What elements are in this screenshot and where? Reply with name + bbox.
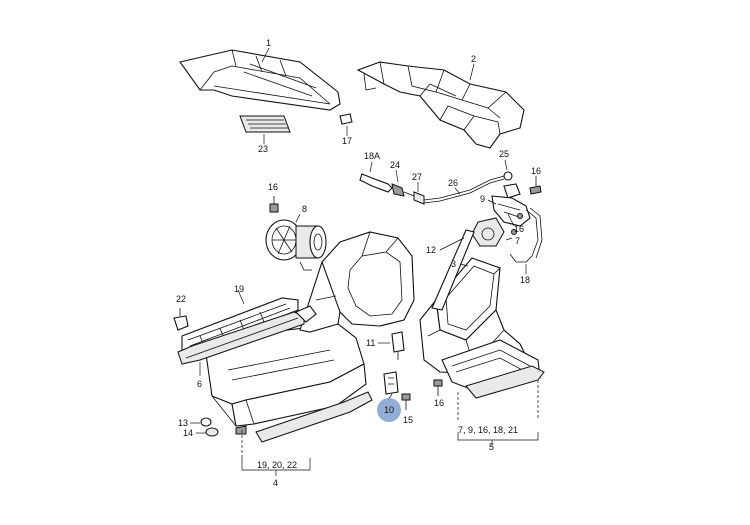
- label-group5: 5: [489, 442, 494, 452]
- part-19-filter-element: [177, 297, 317, 365]
- group-5-bracket: [457, 380, 539, 446]
- label-group4: 4: [273, 478, 278, 488]
- label-13: 13: [178, 418, 188, 428]
- part-16-screw-left: [269, 196, 279, 213]
- part-14-clip: [205, 427, 219, 437]
- part-5-lower-duct: [441, 339, 545, 399]
- label-17: 17: [342, 136, 352, 146]
- label-7: 7: [515, 236, 520, 246]
- label-15: 15: [403, 415, 413, 425]
- part-17-clip: [339, 113, 353, 125]
- label-16-left: 16: [268, 182, 278, 192]
- label-27: 27: [412, 172, 422, 182]
- label-12: 12: [426, 245, 436, 255]
- label-9: 9: [480, 194, 485, 204]
- label-8: 8: [302, 204, 307, 214]
- part-13-grommet: [200, 417, 212, 427]
- part-1-cover-panel: [179, 49, 341, 111]
- label-23: 23: [258, 144, 268, 154]
- label-16-mid: 16: [514, 224, 524, 234]
- label-16-top: 16: [531, 166, 541, 176]
- label-22: 22: [176, 294, 186, 304]
- part-8-blower-motor: [265, 219, 327, 271]
- part-22-clip: [173, 308, 189, 331]
- label-18: 18: [520, 275, 530, 285]
- label-11: 11: [366, 338, 375, 348]
- label-19: 19: [234, 284, 244, 294]
- label-26: 26: [448, 178, 458, 188]
- label-10: 10: [384, 405, 394, 415]
- part-10-resistor: [383, 371, 399, 395]
- label-group4-list: 19, 20, 22: [257, 460, 297, 470]
- part-16-screw-lower: [433, 379, 443, 396]
- part-23-filter-strip: [239, 115, 291, 133]
- part-18-vacuum-hose: [509, 207, 543, 263]
- label-14: 14: [183, 428, 193, 438]
- label-16-low: 16: [434, 398, 444, 408]
- actuator-cable-assembly: [359, 171, 521, 205]
- label-18a: 18A: [364, 151, 380, 161]
- highlight-marker[interactable]: [377, 398, 401, 422]
- label-3: 3: [451, 259, 456, 269]
- label-2: 2: [471, 54, 476, 64]
- part-15-screw: [401, 393, 411, 410]
- part-2-air-duct: [356, 61, 525, 149]
- label-1: 1: [266, 38, 271, 48]
- label-6: 6: [197, 379, 202, 389]
- label-24: 24: [390, 160, 400, 170]
- label-group5-list: 7, 9, 16, 18, 21: [458, 425, 518, 435]
- part-16-screw: [529, 176, 542, 195]
- part-11-connector: [391, 331, 405, 360]
- group-4-bracket: [241, 430, 311, 476]
- label-25: 25: [499, 149, 509, 159]
